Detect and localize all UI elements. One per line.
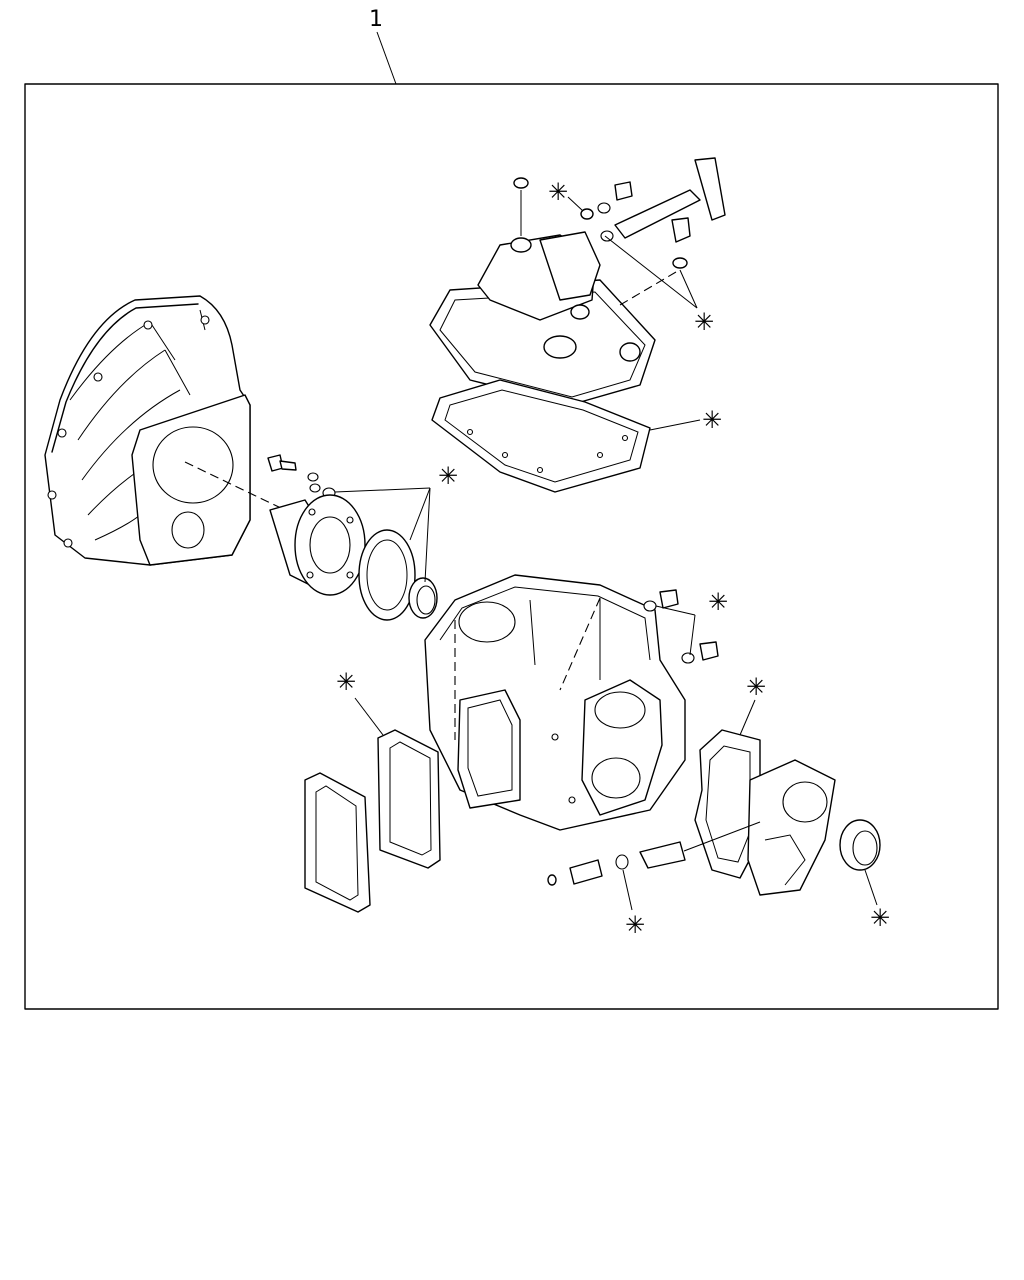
kit-marker: ✳ xyxy=(548,178,568,206)
leader-line xyxy=(683,821,761,852)
plug xyxy=(547,874,557,886)
retainer-gasket xyxy=(358,529,416,621)
top-cover-gasket xyxy=(431,379,651,493)
cap-nut xyxy=(513,177,529,189)
leader-line xyxy=(655,605,696,616)
kit-marker: ✳ xyxy=(694,308,714,336)
leader-line xyxy=(409,487,431,541)
fill-plug xyxy=(643,589,679,612)
kit-marker: ✳ xyxy=(870,904,890,932)
rod-o-ring xyxy=(600,230,614,242)
shift-cover xyxy=(429,231,656,406)
rod-o-ring xyxy=(597,202,611,214)
leader-line xyxy=(424,487,431,583)
item-number-label: 1 xyxy=(369,7,383,32)
case-centerline xyxy=(559,597,601,691)
kit-marker: ✳ xyxy=(336,668,356,696)
kit-marker: ✳ xyxy=(708,588,728,616)
side-cover-gasket xyxy=(377,729,441,869)
leader-line xyxy=(622,869,633,911)
item-leader-line xyxy=(376,31,397,85)
speedometer-sleeve xyxy=(569,859,603,885)
washer xyxy=(309,483,321,493)
washer xyxy=(672,257,688,269)
washer xyxy=(307,472,319,482)
transmission-case xyxy=(424,574,686,831)
cover-centerline xyxy=(619,271,677,306)
o-ring xyxy=(615,854,629,870)
washer xyxy=(580,208,594,220)
leader-line xyxy=(354,697,384,736)
leader-line xyxy=(649,419,701,431)
kit-marker: ✳ xyxy=(625,911,645,939)
leader-line xyxy=(739,699,756,736)
shift-rod xyxy=(614,157,726,239)
rear-oil-seal xyxy=(839,819,881,871)
leader-line xyxy=(864,869,878,906)
housing-bolt xyxy=(267,454,297,472)
clutch-housing xyxy=(44,295,251,566)
kit-frame xyxy=(24,83,999,1010)
bearing-retainer xyxy=(269,494,366,596)
front-oil-seal xyxy=(408,577,438,619)
speedometer-pinion xyxy=(639,841,686,869)
breather-plug xyxy=(671,217,691,243)
side-cover-plate xyxy=(304,772,371,913)
housing-centerline xyxy=(184,461,286,511)
kit-marker: ✳ xyxy=(438,462,458,490)
leader-line xyxy=(334,487,431,493)
leader-line xyxy=(679,269,698,309)
leader-line xyxy=(689,614,696,656)
leader-line xyxy=(604,235,698,309)
drain-plug xyxy=(681,641,719,664)
rear-extension-housing xyxy=(747,759,836,896)
kit-marker: ✳ xyxy=(702,406,722,434)
kit-marker: ✳ xyxy=(746,673,766,701)
leader-line xyxy=(567,196,584,212)
